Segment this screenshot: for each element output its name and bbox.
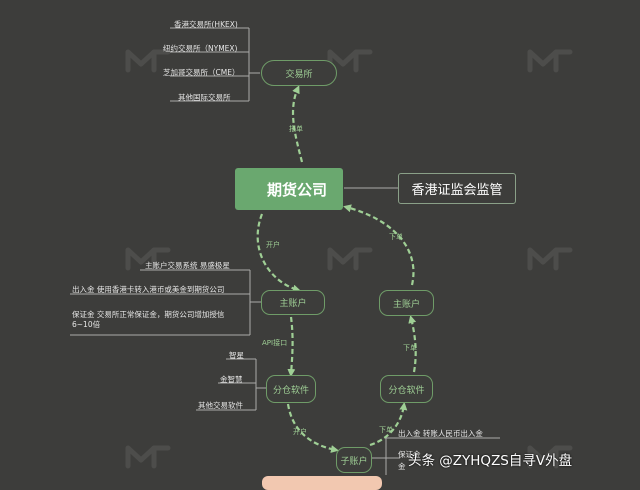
edge-order-mid bbox=[408, 315, 417, 373]
source-credit: 头条 @ZYHQZS自寻V外盘 bbox=[408, 453, 573, 469]
main-account-leaf: 6~10倍 bbox=[72, 320, 101, 329]
edge-label-api: API接口 bbox=[262, 339, 288, 347]
edge-label-open: 开户 bbox=[266, 241, 280, 249]
sub-account-leaf: 出入金 转账人民币出入金 bbox=[398, 429, 483, 438]
sub-account-leaf: 保证金 bbox=[398, 450, 421, 459]
software-leaf: 金智慧 bbox=[220, 375, 243, 384]
node-futures-company: 期货公司 bbox=[235, 168, 343, 210]
edge-api bbox=[287, 316, 296, 377]
main-account-leaf: 主账户交易系统 易盛极星 bbox=[145, 261, 230, 270]
node-exchange: 交易所 bbox=[261, 60, 337, 86]
main-account-leaf: 出入金 使用香港卡转入港币或美金到期货公司 bbox=[72, 285, 225, 294]
node-main-account-left: 主账户 bbox=[261, 290, 325, 315]
main-account-leaf: 保证金 交易所正常保证金，期货公司增加授信 bbox=[72, 310, 225, 319]
node-sub-software-left: 分仓软件 bbox=[266, 375, 316, 403]
software-leaf: 其他交易软件 bbox=[198, 401, 243, 410]
edge-open-top bbox=[256, 213, 301, 293]
node-sub-account: 子账户 bbox=[336, 447, 372, 473]
exchange-leaf: 香港交易所(HKEX) bbox=[174, 20, 238, 29]
exchange-leaf: 芝加哥交易所（CME） bbox=[163, 68, 240, 77]
node-regulator: 香港证监会监管 bbox=[398, 173, 516, 204]
edge-open-bottom bbox=[286, 403, 339, 453]
node-sub-software-right: 分仓软件 bbox=[380, 375, 433, 403]
software-leaf: 智星 bbox=[229, 351, 244, 360]
node-main-account-right: 主账户 bbox=[379, 290, 434, 316]
edge-label-order: 下单 bbox=[379, 426, 393, 434]
edge-label-order: 下单 bbox=[389, 233, 403, 241]
exchange-leaf: 纽约交易所（NYMEX) bbox=[163, 44, 238, 53]
edge-label-report: 报单 bbox=[289, 125, 303, 133]
bottom-node-partial bbox=[262, 476, 382, 490]
edge-order-top bbox=[343, 204, 415, 286]
sub-account-leaf: 金 bbox=[398, 462, 406, 471]
exchange-leaf: 其他国际交易所 bbox=[178, 93, 231, 102]
edge-label-open: 开户 bbox=[293, 428, 307, 436]
edge-order-bottom bbox=[369, 402, 408, 447]
edge-label-order: 下单 bbox=[403, 344, 417, 352]
